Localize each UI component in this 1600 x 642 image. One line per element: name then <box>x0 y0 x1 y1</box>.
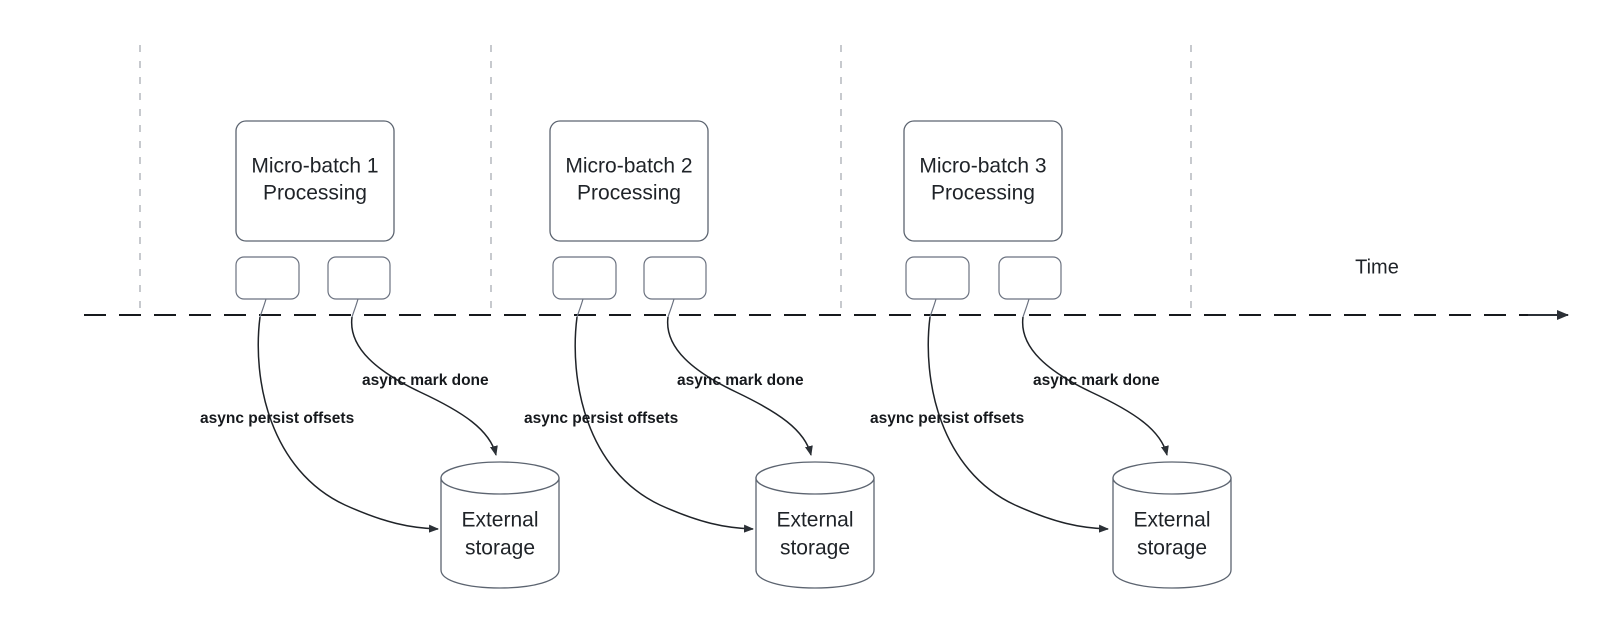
time-axis: Time <box>84 256 1569 320</box>
micro-batch-2-task-2-stub <box>667 298 675 318</box>
edge-async-persist-offsets-1 <box>257 316 439 533</box>
external-storage-3-label-line1: External <box>1133 509 1210 532</box>
micro-batch-3-box[interactable] <box>903 120 1063 242</box>
cylinder-2-top <box>755 461 875 495</box>
micro-batch-2-label-line1: Micro-batch 2 <box>565 155 692 178</box>
external-storage-cylinder-1[interactable]: External storage <box>440 461 560 589</box>
micro-batch-2-box[interactable] <box>549 120 709 242</box>
external-storage-cylinder-3[interactable]: External storage <box>1112 461 1232 589</box>
edge-label-async-mark-done-3: async mark done <box>1033 372 1160 389</box>
micro-batch-1-task-1-stub <box>259 298 267 318</box>
micro-batch-2-task-box-1[interactable] <box>552 256 617 300</box>
external-storage-2-label-line2: storage <box>780 537 850 560</box>
micro-batch-2-task-1-stub <box>576 298 584 318</box>
group-3: Micro-batch 3 Processing async persist o… <box>870 120 1232 589</box>
group-1: Micro-batch 1 Processing async persist o… <box>200 120 560 589</box>
edge-async-persist-offsets-3 <box>927 316 1109 533</box>
group-2: Micro-batch 2 Processing async persist o… <box>524 120 875 589</box>
micro-batch-3-task-1-stub <box>929 298 937 318</box>
edge-async-mark-done-3 <box>1021 316 1169 456</box>
micro-batch-3-label-line1: Micro-batch 3 <box>919 155 1046 178</box>
batch-boundary-guides <box>139 45 1192 317</box>
cylinder-3-top <box>1112 461 1232 495</box>
edge-label-async-persist-offsets-2: async persist offsets <box>524 410 678 427</box>
micro-batch-3-task-2-stub <box>1022 298 1030 318</box>
micro-batch-1-task-box-1[interactable] <box>235 256 300 300</box>
micro-batch-1-task-2-stub <box>351 298 359 318</box>
external-storage-cylinder-2[interactable]: External storage <box>755 461 875 589</box>
edge-label-async-mark-done-1: async mark done <box>362 372 489 389</box>
cylinder-2-body <box>755 477 875 589</box>
edge-label-async-persist-offsets-1: async persist offsets <box>200 410 354 427</box>
external-storage-2-label-line1: External <box>776 509 853 532</box>
micro-batch-3-label-line2: Processing <box>931 182 1035 205</box>
cylinder-1-body <box>440 477 560 589</box>
micro-batch-1-label-line2: Processing <box>263 182 367 205</box>
micro-batch-1-label-line1: Micro-batch 1 <box>251 155 378 178</box>
micro-batch-1-task-box-2[interactable] <box>327 256 391 300</box>
micro-batch-1-box[interactable] <box>235 120 395 242</box>
time-axis-label: Time <box>1355 256 1399 278</box>
external-storage-3-label-line2: storage <box>1137 537 1207 560</box>
edge-label-async-mark-done-2: async mark done <box>677 372 804 389</box>
cylinder-1-top <box>440 461 560 495</box>
cylinder-3-body <box>1112 477 1232 589</box>
edge-async-persist-offsets-2 <box>574 316 754 533</box>
edge-async-mark-done-2 <box>666 316 813 456</box>
edge-async-mark-done-1 <box>350 316 498 456</box>
micro-batch-3-task-box-2[interactable] <box>998 256 1062 300</box>
micro-batch-3-task-box-1[interactable] <box>905 256 970 300</box>
micro-batch-2-task-box-2[interactable] <box>643 256 707 300</box>
external-storage-1-label-line1: External <box>461 509 538 532</box>
external-storage-1-label-line2: storage <box>465 537 535 560</box>
micro-batch-2-label-line2: Processing <box>577 182 681 205</box>
edge-label-async-persist-offsets-3: async persist offsets <box>870 410 1024 427</box>
